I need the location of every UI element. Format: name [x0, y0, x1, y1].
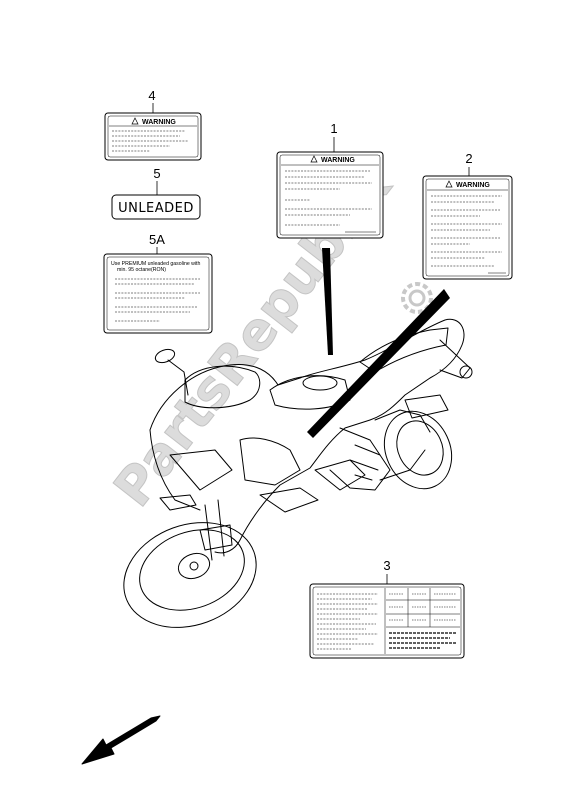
warning-triangle-icon: [131, 117, 139, 125]
premium-line-1: Use PREMIUM unleaded gasoline with: [111, 261, 200, 267]
callout-number-2: 2: [465, 151, 472, 166]
warning-triangle-icon: [310, 155, 318, 163]
label-5-unleaded: 5 UNLEADED: [111, 166, 201, 220]
callout-number-5a: 5A: [149, 232, 165, 247]
label-3-spec: 3: [309, 558, 465, 659]
callout-number-3: 3: [383, 558, 390, 573]
warning-triangle-icon: [445, 180, 453, 188]
warning-title: WARNING: [456, 182, 490, 189]
callout-number-4: 4: [148, 88, 155, 103]
warning-title: WARNING: [142, 119, 176, 126]
premium-line-2: min. 95 octane(RON): [117, 267, 166, 273]
warning-title: WARNING: [321, 157, 355, 164]
gear-icon: [401, 282, 433, 314]
motorcycle-illustration: [123, 318, 473, 628]
label-2-warning: 2 WARNING: [422, 151, 513, 280]
label-5a-premium: 5A Use PREMIUM unleaded gasoline with mi…: [103, 232, 213, 334]
leader-lines: [307, 248, 450, 438]
callout-number-1: 1: [330, 121, 337, 136]
unleaded-text: UNLEADED: [118, 201, 194, 216]
label-1-warning: 1 WARNING: [276, 121, 384, 239]
label-4-warning: 4 WARNING: [104, 88, 202, 161]
callout-number-5: 5: [153, 166, 160, 181]
front-arrow-icon: [81, 715, 161, 765]
